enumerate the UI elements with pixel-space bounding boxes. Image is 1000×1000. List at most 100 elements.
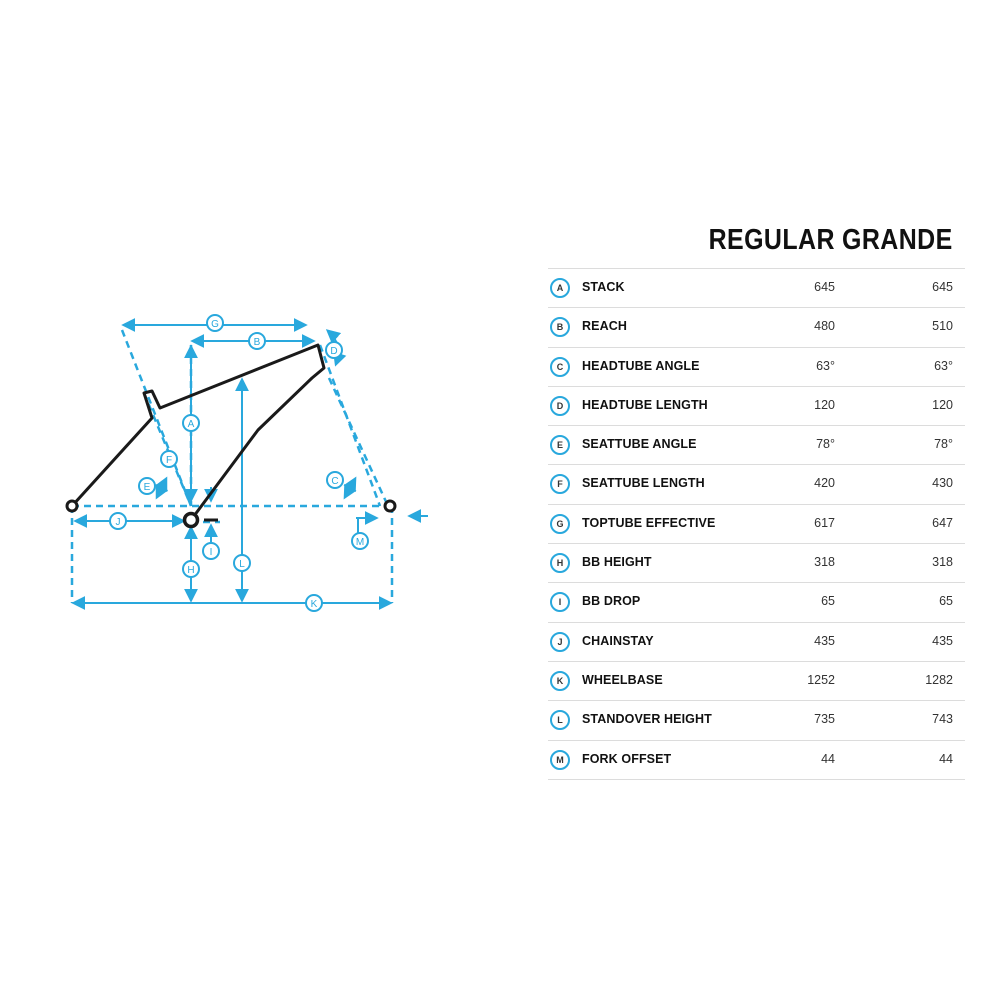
row-value-grande: 647 bbox=[932, 515, 953, 530]
bubble-h: H bbox=[182, 560, 200, 578]
row-value-regular: 735 bbox=[814, 712, 835, 727]
row-key-badge: G bbox=[550, 513, 570, 534]
row-key-badge: F bbox=[550, 474, 570, 495]
row-value-regular: 44 bbox=[821, 751, 835, 766]
front-axle bbox=[383, 499, 397, 513]
row-key-badge: I bbox=[550, 592, 570, 613]
bottom-bracket bbox=[182, 511, 200, 529]
svg-text:F: F bbox=[166, 455, 172, 466]
table-row: B REACH 480 510 bbox=[548, 307, 965, 346]
row-key-badge: M bbox=[550, 749, 570, 770]
bubble-m: M bbox=[351, 532, 369, 550]
bubble-c: C bbox=[326, 471, 344, 489]
row-value-grande: 743 bbox=[932, 712, 953, 727]
row-value-regular: 120 bbox=[814, 397, 835, 412]
row-label: TOPTUBE EFFECTIVE bbox=[582, 515, 716, 530]
svg-text:H: H bbox=[187, 565, 194, 576]
dimension-arrows bbox=[71, 318, 428, 610]
row-value-regular: 78° bbox=[816, 437, 835, 452]
svg-text:C: C bbox=[331, 476, 338, 487]
svg-text:M: M bbox=[356, 537, 364, 548]
row-key-badge: E bbox=[550, 435, 570, 456]
table-row: C HEADTUBE ANGLE 63° 63° bbox=[548, 346, 965, 386]
row-label: SEATTUBE ANGLE bbox=[582, 437, 697, 452]
svg-text:K: K bbox=[311, 599, 318, 610]
bubble-a: A bbox=[182, 414, 200, 432]
row-value-regular: 480 bbox=[814, 319, 835, 334]
row-value-regular: 318 bbox=[814, 555, 835, 570]
bubble-d: D bbox=[325, 341, 343, 359]
svg-text:B: B bbox=[254, 337, 261, 348]
table-row: K WHEELBASE 1252 1282 bbox=[548, 660, 965, 700]
table-header: REGULAR GRANDE bbox=[548, 222, 965, 268]
bubble-k: K bbox=[305, 594, 323, 612]
svg-text:A: A bbox=[188, 419, 195, 430]
svg-text:E: E bbox=[144, 482, 151, 493]
geometry-diagram: G B D A F E C J I M H L K bbox=[65, 314, 428, 612]
row-key-badge: K bbox=[550, 670, 570, 691]
row-value-grande: 65 bbox=[939, 594, 953, 609]
row-label: BB HEIGHT bbox=[582, 555, 652, 570]
column-regular: REGULAR bbox=[708, 224, 835, 256]
svg-text:L: L bbox=[239, 559, 245, 570]
row-value-grande: 63° bbox=[934, 358, 953, 373]
table-row: A STACK 645 645 bbox=[548, 268, 965, 307]
row-label: STANDOVER HEIGHT bbox=[582, 712, 712, 727]
table-row: M FORK OFFSET 44 44 bbox=[548, 739, 965, 780]
rear-axle bbox=[65, 499, 79, 513]
row-key-badge: C bbox=[550, 356, 570, 377]
svg-text:G: G bbox=[211, 319, 219, 330]
row-value-regular: 65 bbox=[821, 594, 835, 609]
row-label: FORK OFFSET bbox=[582, 751, 672, 766]
row-value-grande: 1282 bbox=[925, 672, 953, 687]
row-value-regular: 1252 bbox=[807, 672, 835, 687]
svg-text:D: D bbox=[330, 346, 337, 357]
arrow-e bbox=[154, 476, 169, 500]
bike-frame bbox=[70, 343, 326, 522]
row-value-regular: 645 bbox=[814, 280, 835, 294]
table-row: L STANDOVER HEIGHT 735 743 bbox=[548, 700, 965, 739]
label-bubbles: G B D A F E C J I M H L K bbox=[109, 314, 369, 612]
row-label: HEADTUBE ANGLE bbox=[582, 358, 700, 373]
row-label: STACK bbox=[582, 280, 625, 294]
bubble-e: E bbox=[138, 477, 156, 495]
row-value-grande: 120 bbox=[932, 397, 953, 412]
row-value-grande: 510 bbox=[932, 319, 953, 334]
row-value-regular: 617 bbox=[814, 515, 835, 530]
table-row: H BB HEIGHT 318 318 bbox=[548, 543, 965, 582]
bubble-f: F bbox=[160, 450, 178, 468]
row-value-grande: 78° bbox=[934, 437, 953, 452]
column-grande: GRANDE bbox=[842, 224, 953, 256]
row-key-badge: B bbox=[550, 317, 570, 338]
row-value-grande: 435 bbox=[932, 633, 953, 648]
bubble-g: G bbox=[206, 314, 224, 332]
row-value-grande: 645 bbox=[932, 280, 953, 294]
row-value-regular: 63° bbox=[816, 358, 835, 373]
row-value-regular: 435 bbox=[814, 633, 835, 648]
row-value-grande: 430 bbox=[932, 476, 953, 491]
bubble-i: I bbox=[202, 542, 220, 560]
row-label: BB DROP bbox=[582, 594, 641, 609]
row-value-grande: 318 bbox=[932, 555, 953, 570]
table-row: E SEATTUBE ANGLE 78° 78° bbox=[548, 425, 965, 464]
svg-text:J: J bbox=[116, 517, 121, 528]
row-label: WHEELBASE bbox=[582, 672, 663, 687]
row-label: REACH bbox=[582, 319, 627, 334]
bubble-b: B bbox=[248, 332, 266, 350]
row-key-badge: A bbox=[550, 278, 570, 298]
table-row: G TOPTUBE EFFECTIVE 617 647 bbox=[548, 503, 965, 543]
table-row: J CHAINSTAY 435 435 bbox=[548, 621, 965, 661]
row-label: CHAINSTAY bbox=[582, 633, 654, 648]
bubble-l: L bbox=[233, 554, 251, 572]
row-key-badge: H bbox=[550, 553, 570, 574]
table-row: I BB DROP 65 65 bbox=[548, 582, 965, 621]
arrow-c bbox=[343, 476, 357, 500]
row-key-badge: J bbox=[550, 631, 570, 652]
row-label: SEATTUBE LENGTH bbox=[582, 476, 705, 491]
row-key-badge: L bbox=[550, 710, 570, 731]
row-label: HEADTUBE LENGTH bbox=[582, 397, 708, 412]
row-value-grande: 44 bbox=[939, 751, 953, 766]
